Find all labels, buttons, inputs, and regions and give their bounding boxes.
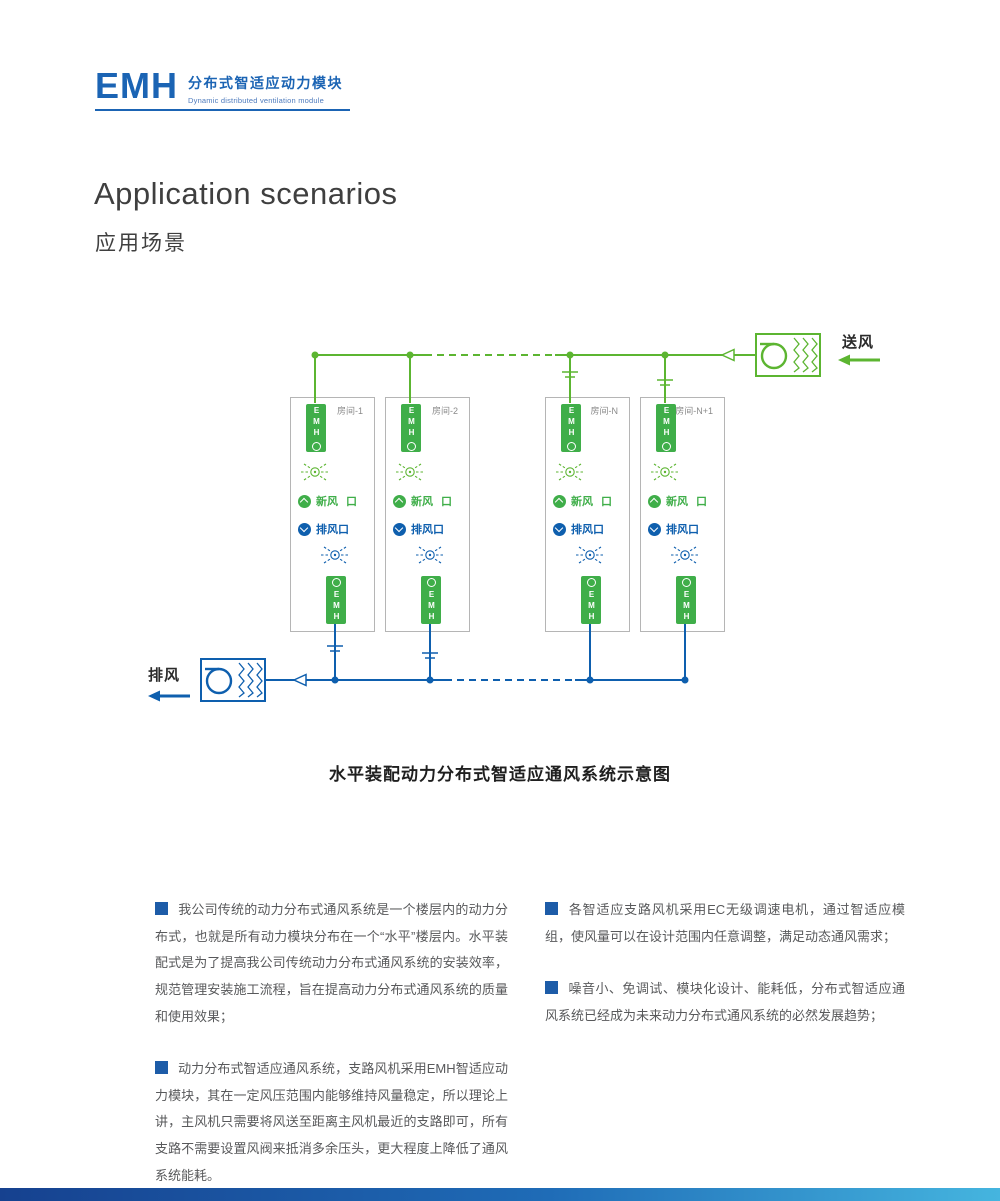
logo-underline bbox=[95, 109, 350, 111]
emh-exhaust-module: EMH bbox=[326, 576, 346, 624]
fresh-air-up-icon bbox=[393, 494, 406, 508]
fresh-air-up-icon bbox=[648, 494, 661, 508]
paragraph: 各智适应支路风机采用EC无级调速电机，通过智适应模组，使风量可以在设计范围内任意… bbox=[545, 897, 905, 950]
bullet-square-icon bbox=[545, 981, 558, 995]
fresh-air-label: 新风 bbox=[571, 496, 593, 508]
room-box: 房间-2 EMH 新风 口 排风口 EMH bbox=[385, 397, 470, 632]
emh-exhaust-module: EMH bbox=[676, 576, 696, 624]
body-left-column: 我公司传统的动力分布式通风系统是一个楼层内的动力分布式，也就是所有动力模块分布在… bbox=[155, 897, 508, 1201]
fresh-air-up-icon bbox=[553, 494, 566, 508]
emh-supply-module: EMH bbox=[561, 404, 581, 452]
module-label: EMH bbox=[567, 405, 576, 439]
room-label: 房间-2 bbox=[431, 406, 458, 416]
module-label: EMH bbox=[587, 589, 596, 623]
fresh-air-suffix: 口 bbox=[696, 496, 707, 508]
logo-title-cn: 分布式智适应动力模块 bbox=[188, 75, 343, 91]
module-label: EMH bbox=[427, 589, 436, 623]
exhaust-air-down-icon bbox=[648, 522, 661, 536]
module-label: EMH bbox=[682, 589, 691, 623]
fresh-air-row: 新风 口 bbox=[553, 493, 612, 509]
exhaust-air-row: 排风口 bbox=[553, 521, 604, 537]
exhaust-outlet-label: 排风口 bbox=[666, 524, 699, 536]
fan-circle-icon bbox=[566, 441, 576, 451]
room-box: 房间-N+1 EMH 新风 口 排风口 EMH bbox=[640, 397, 725, 632]
emh-supply-module: EMH bbox=[401, 404, 421, 452]
exhaust-air-label: 排风 bbox=[148, 667, 181, 684]
page-title-cn: 应用场景 bbox=[95, 232, 187, 255]
exhaust-fan-icon bbox=[199, 657, 267, 703]
paragraph: 噪音小、免调试、模块化设计、能耗低，分布式智适应通风系统已经成为未来动力分布式通… bbox=[545, 976, 905, 1029]
paragraph-text: 我公司传统的动力分布式通风系统是一个楼层内的动力分布式，也就是所有动力模块分布在… bbox=[155, 902, 508, 1024]
emh-exhaust-module: EMH bbox=[581, 576, 601, 624]
emh-supply-module: EMH bbox=[656, 404, 676, 452]
emh-exhaust-module: EMH bbox=[421, 576, 441, 624]
bullet-square-icon bbox=[545, 902, 558, 915]
bullet-square-icon bbox=[155, 902, 168, 915]
exhaust-air-down-icon bbox=[553, 522, 566, 536]
exhaust-air-row: 排风口 bbox=[648, 521, 699, 537]
exhaust-outlet-label: 排风口 bbox=[316, 524, 349, 536]
bullet-square-icon bbox=[155, 1061, 168, 1075]
fan-circle-icon bbox=[586, 577, 596, 587]
supply-arrow-icon bbox=[838, 354, 880, 366]
diagram-caption: 水平装配动力分布式智适应通风系统示意图 bbox=[329, 765, 671, 784]
room-label: 房间-N+1 bbox=[675, 406, 713, 416]
body-right-column: 各智适应支路风机采用EC无级调速电机，通过智适应模组，使风量可以在设计范围内任意… bbox=[545, 897, 905, 1056]
room-box: 房间-1 EMH 新风 口 排风口 EMH bbox=[290, 397, 375, 632]
emh-supply-module: EMH bbox=[306, 404, 326, 452]
logo-subtitle-en: Dynamic distributed ventilation module bbox=[188, 96, 324, 105]
logo-emh-text: EMH bbox=[95, 65, 178, 106]
room-label: 房间-N bbox=[590, 406, 619, 416]
module-label: EMH bbox=[662, 405, 671, 439]
room-label: 房间-1 bbox=[336, 406, 363, 416]
fan-circle-icon bbox=[661, 441, 671, 451]
fresh-air-label: 新风 bbox=[411, 496, 433, 508]
fresh-air-suffix: 口 bbox=[601, 496, 612, 508]
exhaust-arrow-icon bbox=[148, 690, 190, 702]
page-title-en: Application scenarios bbox=[94, 176, 398, 211]
paragraph-text: 动力分布式智适应通风系统，支路风机采用EMH智适应动力模块，其在一定风压范围内能… bbox=[155, 1061, 508, 1183]
fresh-air-label: 新风 bbox=[316, 496, 338, 508]
paragraph-text: 各智适应支路风机采用EC无级调速电机，通过智适应模组，使风量可以在设计范围内任意… bbox=[545, 902, 905, 944]
exhaust-air-row: 排风口 bbox=[298, 521, 349, 537]
fresh-air-row: 新风 口 bbox=[393, 493, 452, 509]
fan-circle-icon bbox=[426, 577, 436, 587]
footer-gradient-bar bbox=[0, 1188, 1000, 1201]
fresh-air-suffix: 口 bbox=[346, 496, 357, 508]
fresh-air-up-icon bbox=[298, 494, 311, 508]
fan-circle-icon bbox=[311, 441, 321, 451]
room-box: 房间-N EMH 新风 口 排风口 EMH bbox=[545, 397, 630, 632]
paragraph-text: 噪音小、免调试、模块化设计、能耗低，分布式智适应通风系统已经成为未来动力分布式通… bbox=[545, 981, 905, 1023]
fresh-air-row: 新风 口 bbox=[648, 493, 707, 509]
exhaust-duct bbox=[265, 623, 689, 687]
supply-duct bbox=[311, 348, 755, 403]
paragraph: 动力分布式智适应通风系统，支路风机采用EMH智适应动力模块，其在一定风压范围内能… bbox=[155, 1056, 508, 1189]
supply-fan-icon bbox=[754, 332, 822, 378]
fan-circle-icon bbox=[331, 577, 341, 587]
paragraph: 我公司传统的动力分布式通风系统是一个楼层内的动力分布式，也就是所有动力模块分布在… bbox=[155, 897, 508, 1030]
exhaust-outlet-label: 排风口 bbox=[571, 524, 604, 536]
exhaust-air-row: 排风口 bbox=[393, 521, 444, 537]
fan-circle-icon bbox=[406, 441, 416, 451]
fresh-air-label: 新风 bbox=[666, 496, 688, 508]
fresh-air-suffix: 口 bbox=[441, 496, 452, 508]
exhaust-air-down-icon bbox=[393, 522, 406, 536]
logo: EMH 分布式智适应动力模块 Dynamic distributed venti… bbox=[95, 65, 350, 111]
module-label: EMH bbox=[332, 589, 341, 623]
fan-circle-icon bbox=[681, 577, 691, 587]
exhaust-outlet-label: 排风口 bbox=[411, 524, 444, 536]
module-label: EMH bbox=[312, 405, 321, 439]
fresh-air-row: 新风 口 bbox=[298, 493, 357, 509]
module-label: EMH bbox=[407, 405, 416, 439]
exhaust-air-down-icon bbox=[298, 522, 311, 536]
supply-air-label: 送风 bbox=[842, 334, 875, 351]
